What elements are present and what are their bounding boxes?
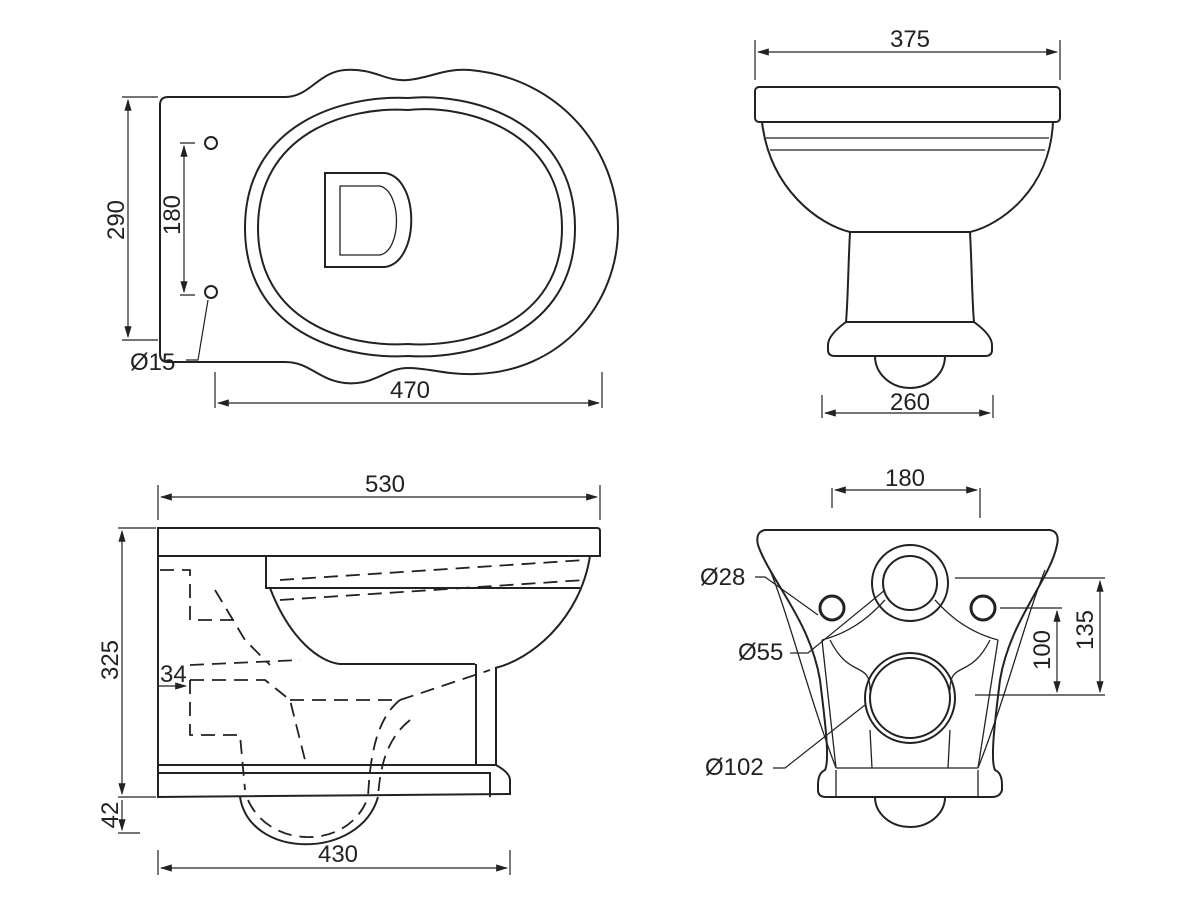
fixing-hole bbox=[204, 136, 218, 150]
dim-rear-fixing-180: 180 bbox=[885, 465, 925, 492]
dim-base-260: 260 bbox=[890, 389, 930, 416]
outlet-outer bbox=[864, 652, 956, 744]
fixing-hole bbox=[204, 285, 218, 299]
fixing-hole-28 bbox=[969, 594, 997, 622]
bowl-rim-inner bbox=[256, 108, 564, 346]
dim-offset-42: 42 bbox=[97, 802, 124, 829]
rear-view: 180 100 135 Ø28 Ø55 Ø102 bbox=[700, 465, 1105, 828]
inlet-55 bbox=[882, 555, 938, 611]
top-view-outline bbox=[159, 68, 620, 385]
dim-outlet-102: Ø102 bbox=[705, 754, 764, 781]
dim-projection-430: 430 bbox=[318, 841, 358, 868]
dim-fixing-180: 180 bbox=[159, 195, 186, 235]
dim-inlet-34: 34 bbox=[160, 661, 187, 688]
inlet-outer bbox=[871, 544, 949, 622]
dim-hole-28: Ø28 bbox=[700, 564, 745, 591]
dim-width-290: 290 bbox=[103, 200, 130, 240]
dim-inlet-55: Ø55 bbox=[738, 639, 783, 666]
fixing-hole-28 bbox=[818, 594, 846, 622]
dim-fixing-height-100: 100 bbox=[1029, 630, 1056, 670]
front-rim bbox=[754, 86, 1061, 123]
dim-hole-15: Ø15 bbox=[130, 349, 175, 376]
dim-height-325: 325 bbox=[97, 640, 124, 680]
outlet-d-shape bbox=[324, 172, 413, 268]
bowl-rim-outer bbox=[243, 96, 577, 358]
dim-width-375: 375 bbox=[890, 26, 930, 53]
dim-depth-470: 470 bbox=[390, 377, 430, 404]
side-view: 530 325 42 34 430 bbox=[97, 471, 601, 875]
top-view: 290 180 Ø15 470 bbox=[103, 68, 620, 408]
front-view: 375 260 bbox=[754, 26, 1061, 418]
dim-inlet-height-135: 135 bbox=[1072, 610, 1099, 650]
outlet-102 bbox=[869, 657, 951, 739]
dim-length-530: 530 bbox=[365, 471, 405, 498]
